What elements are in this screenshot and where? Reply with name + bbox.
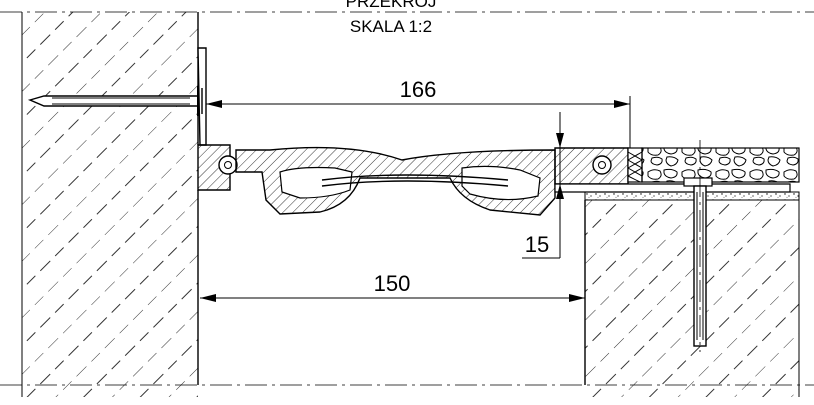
left-steel-angle	[197, 47, 238, 191]
right-steel-angle	[554, 147, 791, 193]
left-anchor-bolt	[27, 86, 203, 116]
drawing-title: PRZEKRÓJ	[346, 0, 437, 11]
dimension-label-150: 150	[374, 271, 411, 296]
right-concrete-slab	[584, 200, 800, 397]
dimension-label-166: 166	[400, 77, 437, 102]
right-anchor-bolt	[683, 140, 713, 352]
drawing-scale: SKALA 1:2	[350, 17, 432, 36]
dimension-depth: 15	[522, 112, 564, 259]
dimension-gap-width: 150	[200, 271, 585, 302]
pavement-layer	[641, 147, 800, 183]
rubber-joint-profile	[235, 146, 556, 216]
left-concrete-wall	[21, 12, 199, 397]
center-lines	[0, 11, 814, 386]
dimension-label-15: 15	[525, 232, 549, 257]
mortar-bed	[584, 191, 800, 201]
sealing-strip	[627, 147, 643, 183]
dimension-overall-width: 166	[206, 77, 631, 148]
